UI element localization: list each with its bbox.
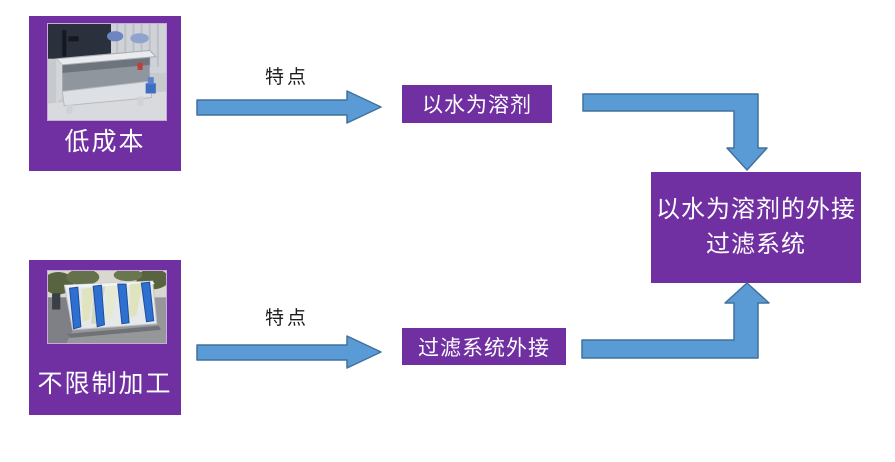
- spray-booth-photo: [48, 24, 166, 120]
- spray-booth-illustration: [48, 24, 166, 120]
- arrow1-label: 特点: [264, 67, 309, 88]
- arrow-solvent-to-result: [582, 93, 768, 171]
- card-low-cost: 低成本: [29, 16, 181, 171]
- card-no-limit-label: 不限制加工: [37, 371, 173, 398]
- feature-box-filter: 过滤系统外接: [402, 328, 566, 365]
- arrow-filter-to-result: [581, 282, 770, 359]
- arrow-no-limit-to-filter: [196, 335, 382, 369]
- feature-box-solvent-label: 以水为溶剂: [422, 93, 532, 117]
- result-box-line2: 过滤系统: [706, 231, 806, 258]
- result-box: 以水为溶剂的外接 过滤系统: [651, 172, 861, 283]
- feature-box-filter-label: 过滤系统外接: [418, 335, 550, 360]
- feature-box-solvent: 以水为溶剂: [402, 85, 552, 123]
- result-box-line1: 以水为溶剂的外接: [656, 196, 856, 223]
- card-low-cost-label: 低成本: [64, 129, 146, 156]
- filter-unit-photo: [48, 271, 166, 343]
- card-no-limit: 不限制加工: [29, 260, 181, 415]
- arrow-low-cost-to-solvent: [196, 90, 382, 124]
- arrow2-label: 特点: [264, 308, 309, 329]
- filter-unit-illustration: [48, 271, 166, 343]
